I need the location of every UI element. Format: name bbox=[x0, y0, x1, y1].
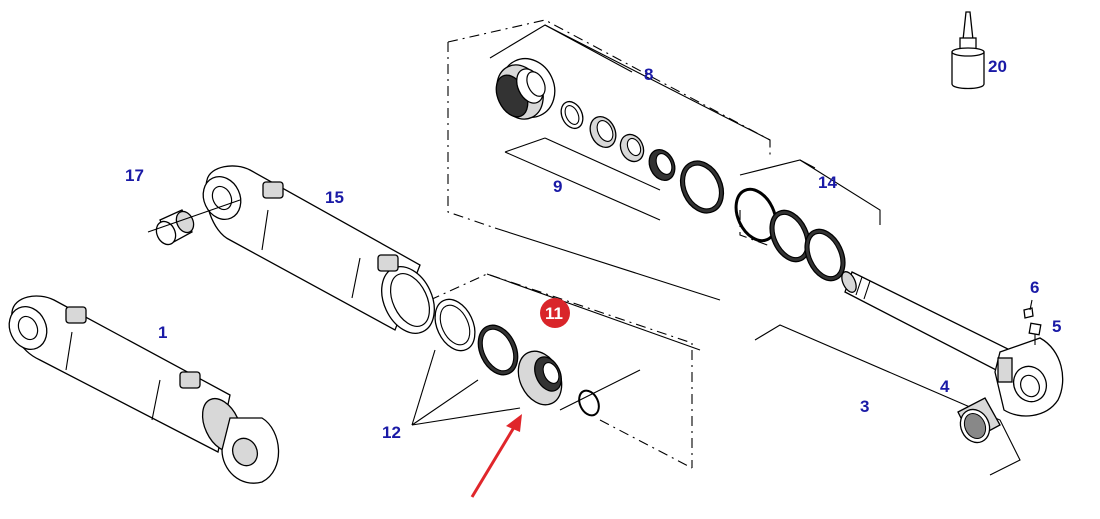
label-14: 14 bbox=[818, 173, 837, 192]
bracket-14 bbox=[739, 159, 881, 225]
o-ring-large bbox=[679, 160, 725, 214]
ring-set-14 bbox=[734, 187, 846, 282]
bracket-9 bbox=[504, 137, 661, 221]
label-6: 6 bbox=[1030, 278, 1039, 297]
seal-set-12 bbox=[434, 298, 600, 417]
group-box-seals-upper bbox=[447, 19, 771, 301]
label-4: 4 bbox=[940, 377, 950, 396]
part-adhesive-bottle bbox=[951, 11, 985, 90]
label-11: 11 bbox=[545, 304, 563, 323]
pointer-arrow bbox=[470, 414, 522, 498]
part-gland bbox=[495, 58, 556, 120]
label-15: 15 bbox=[325, 188, 344, 207]
label-12: 12 bbox=[382, 423, 401, 442]
part-bushing-17 bbox=[155, 209, 195, 246]
label-9: 9 bbox=[553, 177, 562, 196]
bracket-3 bbox=[754, 324, 1021, 476]
label-1: 1 bbox=[158, 323, 167, 342]
label-3: 3 bbox=[860, 397, 869, 416]
group-box-piston bbox=[429, 273, 701, 469]
highlight-badge bbox=[540, 298, 570, 328]
leader-lines-12 bbox=[411, 349, 521, 426]
label-17: 17 bbox=[125, 166, 144, 185]
bracket-8 bbox=[489, 24, 771, 141]
seal-set-9 bbox=[560, 100, 676, 182]
label-20: 20 bbox=[988, 57, 1007, 76]
axis-line-17 bbox=[147, 199, 241, 233]
part-cylinder-assembly bbox=[8, 295, 280, 484]
label-5: 5 bbox=[1052, 317, 1061, 336]
part-cylinder-barrel bbox=[202, 165, 435, 334]
part-grease-nipple bbox=[1023, 299, 1042, 345]
part-piston-rod bbox=[841, 271, 1064, 417]
part-bushing-4 bbox=[957, 397, 1001, 444]
label-8: 8 bbox=[644, 65, 653, 84]
